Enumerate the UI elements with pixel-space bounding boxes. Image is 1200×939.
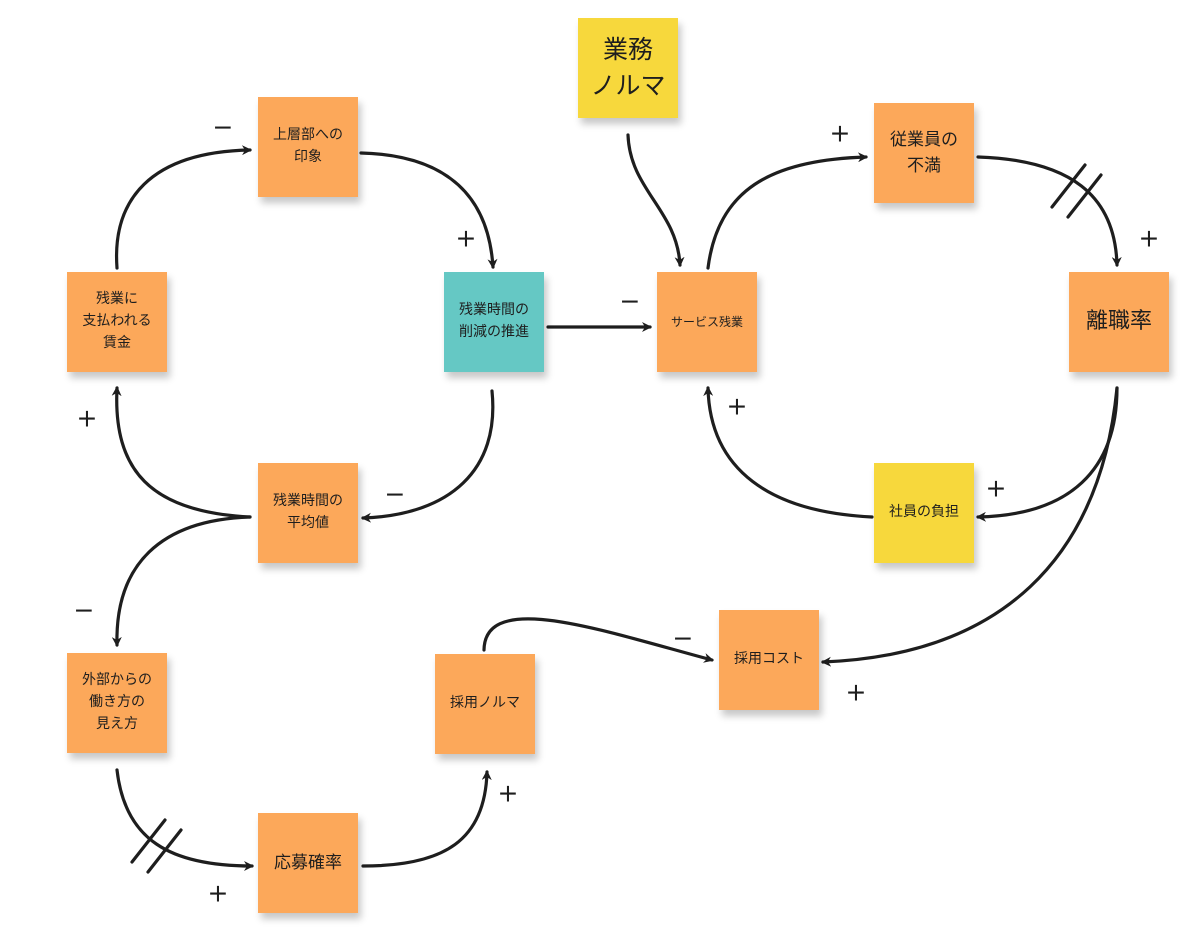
edge-staff-burden-to-service-overtime (703, 386, 874, 519)
polarity-application-to-quota: + (497, 778, 519, 808)
edge-business-quota-to-service-overtime (626, 133, 685, 267)
polarity-reduction-to-average: − (384, 479, 406, 509)
edge-average-hours-to-overtime-pay (111, 386, 252, 519)
edge-impression-to-reduction (359, 151, 498, 269)
polarity-quota-to-cost: − (672, 623, 694, 653)
node-reduction[interactable]: 残業時間の 削減の推進 (444, 272, 544, 372)
node-service-overtime[interactable]: サービス残業 (657, 272, 757, 372)
node-impression[interactable]: 上層部への 印象 (258, 97, 358, 197)
edge-hiring-quota-to-hiring-cost (482, 617, 714, 663)
delay-mark-external-to-application (130, 818, 183, 874)
polarity-service-to-dissatisfaction: + (829, 118, 851, 148)
polarity-reduction-to-service: − (619, 286, 641, 316)
node-hiring-cost[interactable]: 採用コスト (719, 610, 819, 710)
polarity-average-to-external: − (73, 595, 95, 625)
node-staff-burden[interactable]: 社員の負担 (874, 463, 974, 563)
edge-average-hours-to-external-view (111, 515, 252, 647)
polarity-dissatisfaction-to-turnover: + (1138, 223, 1160, 253)
node-overtime-pay[interactable]: 残業に 支払われる 賃金 (67, 272, 167, 372)
node-dissatisfaction[interactable]: 従業員の 不満 (874, 103, 974, 203)
node-turnover[interactable]: 離職率 (1069, 272, 1169, 372)
edge-overtime-pay-to-impression (114, 145, 252, 270)
polarity-impression-to-reduction: + (455, 223, 477, 253)
node-external-view[interactable]: 外部からの 働き方の 見え方 (67, 653, 167, 753)
polarity-average-to-pay: + (76, 403, 98, 433)
delay-mark-dissatisfaction-to-turnover (1050, 163, 1103, 219)
edge-dissatisfaction-to-turnover (976, 155, 1122, 267)
polarity-turnover-to-cost: + (845, 677, 867, 707)
edge-service-overtime-to-dissatisfaction (706, 152, 868, 270)
node-application-rate[interactable]: 応募確率 (258, 813, 358, 913)
edge-turnover-to-hiring-cost (821, 386, 1119, 667)
polarity-burden-to-service: + (726, 391, 748, 421)
node-business-quota[interactable]: 業務 ノルマ (578, 18, 678, 118)
edge-application-rate-to-hiring-quota (361, 770, 492, 868)
node-average-hours[interactable]: 残業時間の 平均値 (258, 463, 358, 563)
node-hiring-quota[interactable]: 採用ノルマ (435, 654, 535, 754)
polarity-turnover-to-burden: + (985, 473, 1007, 503)
polarity-pay-to-impression: − (212, 112, 234, 142)
polarity-external-to-application: + (207, 878, 229, 908)
edge-external-view-to-application-rate (115, 768, 254, 871)
edge-reduction-to-average-hours (361, 389, 495, 523)
